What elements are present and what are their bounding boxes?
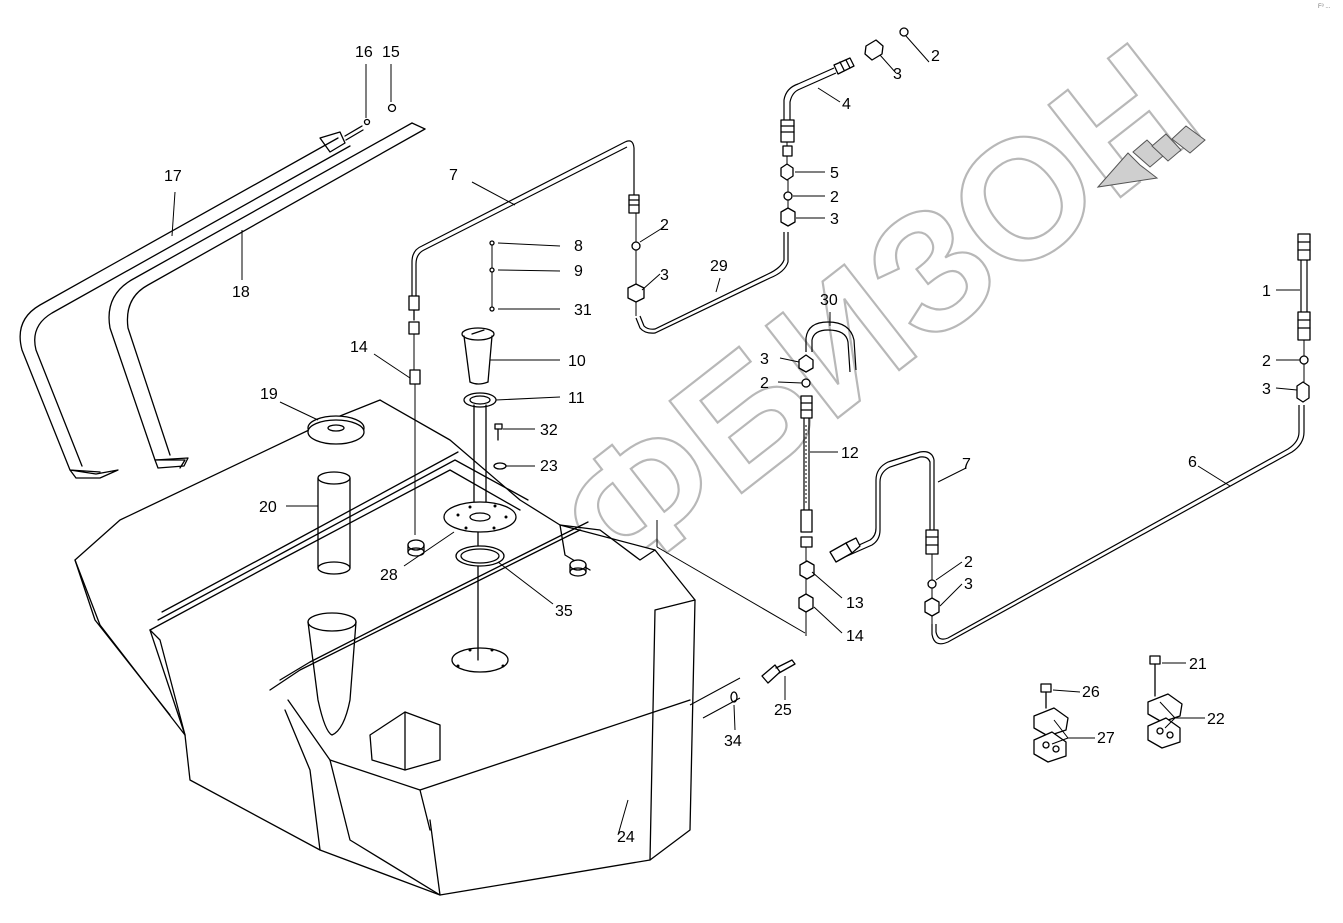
callout-label: 22 xyxy=(1207,711,1225,728)
corner-mark: F³ ... xyxy=(1318,4,1331,10)
gasket-35 xyxy=(455,545,505,567)
callout-label: 3 xyxy=(830,211,839,228)
callout-label: 19 xyxy=(260,386,278,403)
callout-label: 17 xyxy=(164,168,182,185)
callout-labels: 1 2 2 2 2 2 2 3 3 3 3 3 3 4 5 6 7 7 8 9 … xyxy=(164,44,1271,846)
callout-label: 3 xyxy=(660,267,669,284)
fuel-line-12 xyxy=(798,354,815,636)
washer-23 xyxy=(493,462,507,470)
callout-label: 2 xyxy=(660,217,669,234)
filler-cap-19 xyxy=(307,415,365,445)
fuel-tank-24 xyxy=(74,399,696,896)
fuel-line-7-lower xyxy=(829,451,940,624)
fuel-line-14-drop xyxy=(408,309,421,535)
screw-32 xyxy=(494,423,503,441)
callout-label: 15 xyxy=(382,44,400,61)
callout-label: 23 xyxy=(540,458,558,475)
clamp-27 xyxy=(1033,707,1069,763)
breather-30 xyxy=(805,321,857,373)
callout-label: 2 xyxy=(964,554,973,571)
callout-label: 1 xyxy=(1262,283,1271,300)
callout-label: 28 xyxy=(380,567,398,584)
callout-label: 2 xyxy=(931,48,940,65)
tank-strap-17 xyxy=(19,125,364,479)
callout-label: 12 xyxy=(841,445,859,462)
callout-label: 2 xyxy=(1262,353,1271,370)
callout-label: 10 xyxy=(568,353,586,370)
callout-label: 2 xyxy=(830,189,839,206)
tank-opening xyxy=(451,647,509,673)
callout-label: 3 xyxy=(893,66,902,83)
fuel-line-7-upper xyxy=(408,140,640,311)
sender-tube xyxy=(473,404,487,661)
strap-hardware-15-16 xyxy=(363,103,397,126)
callout-label: 31 xyxy=(574,302,592,319)
fuel-line-6 xyxy=(931,381,1310,645)
filler-tube-20 xyxy=(317,471,351,575)
gasket-11 xyxy=(463,392,497,408)
tank-fitting-right xyxy=(569,559,587,577)
callout-label: 32 xyxy=(540,422,558,439)
direction-arrow-icon xyxy=(1096,125,1206,188)
callout-label: 26 xyxy=(1082,684,1100,701)
callout-label: 27 xyxy=(1097,730,1115,747)
tank-fitting-left xyxy=(407,539,425,557)
callout-label: 9 xyxy=(574,263,583,280)
callout-label: 4 xyxy=(842,96,851,113)
callout-label: 30 xyxy=(820,292,838,309)
callout-label: 11 xyxy=(568,390,585,407)
callout-label: 34 xyxy=(724,733,742,750)
callout-label: 3 xyxy=(1262,381,1271,398)
callout-label: 16 xyxy=(355,44,373,61)
watermark-text: ФБИЗОН xyxy=(524,8,1231,619)
callout-label: 20 xyxy=(259,499,277,516)
callout-label: 7 xyxy=(962,456,971,473)
callout-label: 7 xyxy=(449,167,458,184)
sender-unit-10 xyxy=(461,327,495,385)
fuel-line-29 xyxy=(627,213,789,334)
flange-28 xyxy=(443,501,517,533)
fuel-line-4 xyxy=(780,27,909,227)
callout-label: 21 xyxy=(1189,656,1207,673)
callout-label: 3 xyxy=(760,351,769,368)
callout-label: 2 xyxy=(760,375,769,392)
callout-label: 14 xyxy=(846,628,864,645)
callout-label: 8 xyxy=(574,238,583,255)
drain-plug-25 xyxy=(761,659,796,684)
small-parts-8-9-31 xyxy=(489,240,495,312)
clamp-22 xyxy=(1147,693,1183,749)
washer-34 xyxy=(730,691,738,703)
tank-strap-18 xyxy=(108,122,426,469)
callout-label: 29 xyxy=(710,258,728,275)
callout-label: 6 xyxy=(1188,454,1197,471)
callout-label: 18 xyxy=(232,284,250,301)
callout-label: 5 xyxy=(830,165,839,182)
callout-label: 13 xyxy=(846,595,864,612)
clamp-bolt-26 xyxy=(1040,683,1052,709)
callout-label: 14 xyxy=(350,339,368,356)
clamp-bolt-21 xyxy=(1149,655,1161,697)
callout-label: 24 xyxy=(617,829,635,846)
filler-neck xyxy=(307,612,357,736)
callout-label: 35 xyxy=(555,603,573,620)
callout-label: 3 xyxy=(964,576,973,593)
leader-lines xyxy=(171,35,1300,836)
fuel-line-1 xyxy=(1297,233,1311,382)
callout-label: 25 xyxy=(774,702,792,719)
